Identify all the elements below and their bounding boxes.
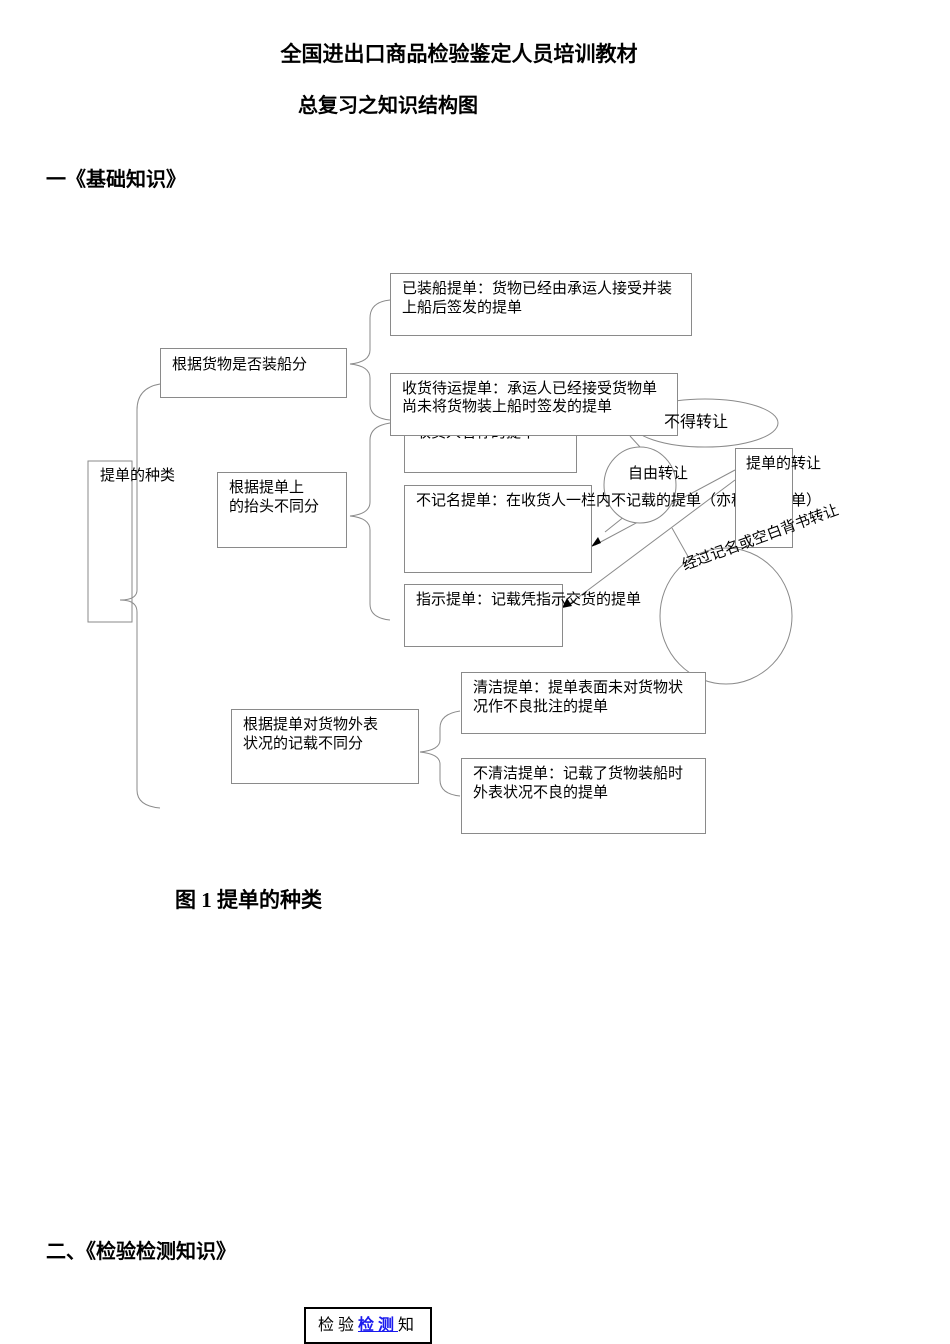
group-consignee-box: 根据提单上 的抬头不同分 bbox=[217, 472, 347, 548]
group-condition-box: 根据提单对货物外表 状况的记载不同分 bbox=[231, 709, 419, 784]
root-bracket-box bbox=[87, 460, 133, 623]
received-bl-box: 收货待运提单：承运人已经接受货物单尚未将货物装上船时签发的提单 bbox=[390, 373, 678, 436]
main-brace bbox=[119, 383, 161, 809]
inspection-box-suffix: 知 bbox=[398, 1317, 419, 1334]
not-transferable-callout: 不得转让 bbox=[664, 414, 729, 431]
callout-tail-1 bbox=[629, 435, 641, 448]
clean-bl-box: 清洁提单：提单表面未对货物状况作不良批注的提单 bbox=[461, 672, 706, 734]
free-transfer-callout-shape bbox=[603, 446, 677, 524]
inspection-box: 检验检测知 bbox=[304, 1307, 432, 1344]
arrow-line-order bbox=[567, 479, 736, 606]
condition-brace bbox=[419, 710, 461, 797]
callout-tail-2 bbox=[604, 515, 626, 533]
inspection-box-link[interactable]: 检测 bbox=[357, 1317, 398, 1334]
free-transfer-callout: 自由转让 bbox=[628, 466, 689, 482]
transfer-title-box: 提单的转让 bbox=[735, 448, 821, 548]
arrowhead-order bbox=[562, 598, 572, 608]
group-shipment-box: 根据货物是否装船分 bbox=[160, 348, 347, 398]
arrowhead-bearer bbox=[591, 537, 601, 547]
inspection-box-prefix: 检验 bbox=[317, 1317, 358, 1334]
section-heading-inspection: 二、《检验检测知识》 bbox=[46, 1241, 236, 1263]
document-subtitle: 总复习之知识结构图 bbox=[298, 95, 478, 117]
shipped-bl-box: 已装船提单：货物已经由承运人接受并装上船后签发的提单 bbox=[390, 273, 692, 336]
root-label: 提单的种类 bbox=[100, 468, 176, 484]
section-heading-basics: 一《基础知识》 bbox=[46, 169, 186, 191]
document-title: 全国进出口商品检验鉴定人员培训教材 bbox=[280, 42, 638, 66]
shipment-brace bbox=[349, 299, 391, 421]
consignee-brace bbox=[349, 422, 391, 621]
arrow-line-endorse bbox=[671, 527, 691, 561]
order-bl-box: 指示提单：记载凭指示交货的提单 bbox=[404, 584, 641, 647]
bearer-bl-box: 不记名提单：在收货人一栏内不记载的提单（亦称空白提单） bbox=[404, 485, 821, 573]
figure-caption: 图 1 提单的种类 bbox=[175, 888, 322, 912]
unclean-bl-box: 不清洁提单：记载了货物装船时外表状况不良的提单 bbox=[461, 758, 706, 834]
endorsement-callout-shape bbox=[659, 547, 793, 685]
